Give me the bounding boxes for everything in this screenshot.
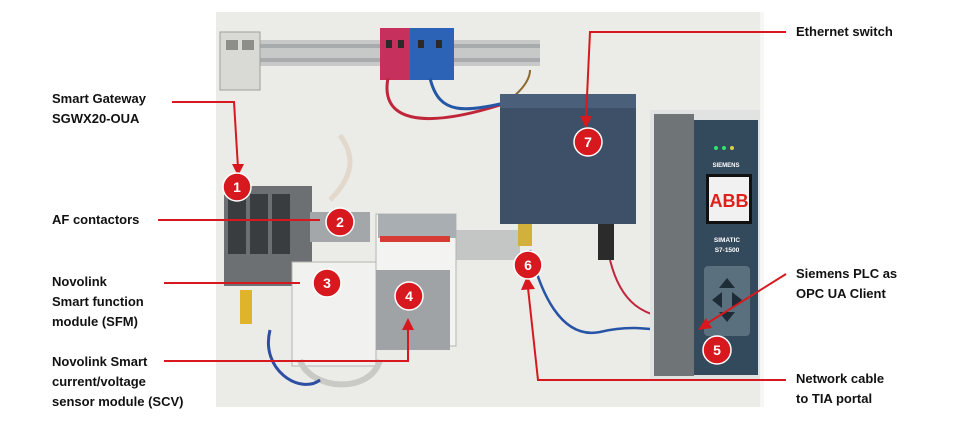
label-scv: Novolink Smart current/voltage sensor mo… — [52, 354, 184, 409]
arrowhead-7 — [580, 116, 592, 128]
arrowhead-4 — [402, 318, 414, 330]
terminal-red — [380, 28, 410, 80]
callout-line-1 — [172, 101, 239, 169]
plc-led — [730, 146, 734, 150]
badge-3-label: 3 — [323, 275, 331, 291]
terminal-screw — [386, 40, 392, 48]
label-smart-gateway: Smart Gateway SGWX20-OUA — [52, 91, 146, 126]
badge-2-label: 2 — [336, 214, 344, 230]
power-plug — [598, 224, 614, 260]
callout-arrowheads — [232, 116, 712, 330]
badge-1: 1 — [222, 172, 252, 202]
badge-2: 2 — [325, 207, 355, 237]
label-af-contactors: AF contactors — [52, 212, 140, 227]
contactor-red-stripe — [380, 236, 450, 242]
label-ethernet-switch: Ethernet switch — [796, 24, 893, 39]
label-sfm: Novolink Smart function module (SFM) — [52, 274, 144, 329]
gateway-face — [250, 194, 268, 254]
callout-line-plc — [705, 273, 787, 325]
badge-4-label: 4 — [405, 288, 413, 304]
terminal-screw — [436, 40, 442, 48]
plc-model-line2: S7-1500 — [715, 247, 740, 254]
terminal-blue — [410, 28, 454, 80]
gateway-face — [272, 194, 290, 254]
arrowhead-6 — [521, 276, 535, 290]
terminal-screw — [398, 40, 404, 48]
panel-edge — [760, 12, 764, 407]
terminal-screw — [226, 40, 238, 50]
ribbon-cable-top — [328, 133, 353, 202]
ribbon-cable — [297, 358, 383, 388]
badge-6: 6 — [513, 250, 543, 280]
plc-led — [722, 146, 726, 150]
gateway-face — [228, 194, 246, 254]
plc-key-up — [719, 278, 735, 288]
callout-line-7 — [585, 31, 786, 119]
badge-7-label: 7 — [584, 134, 592, 150]
label-siemens-plc: Siemens PLC as OPC UA Client — [796, 266, 898, 301]
badge-7: 7 — [573, 127, 603, 157]
yellow-component — [240, 290, 252, 324]
plc-display — [709, 177, 749, 221]
din-rail-mid — [450, 230, 520, 260]
switch-top-face — [500, 94, 636, 108]
badge-6-label: 6 — [524, 257, 532, 273]
contactor-right-top — [378, 214, 456, 238]
badge-5-label: 5 — [713, 342, 721, 358]
wire-red — [385, 77, 501, 120]
abb-logo: ABB — [710, 191, 749, 211]
badge-3: 3 — [312, 268, 342, 298]
badge-4: 4 — [394, 281, 424, 311]
terminal-screw — [418, 40, 424, 48]
badge-1-label: 1 — [233, 179, 241, 195]
callout-line-4 — [164, 330, 409, 362]
plc-model-line1: SIMATIC — [714, 237, 741, 244]
wire-blue-bottom — [266, 329, 321, 386]
label-network-cable: Network cable to TIA portal — [796, 371, 885, 406]
badge-5: 5 — [702, 335, 732, 365]
plc-key-left — [712, 292, 722, 308]
callout-lines — [158, 31, 787, 381]
arrowhead-1 — [232, 164, 244, 176]
plc-key-right — [732, 292, 742, 308]
ethernet-plug — [518, 224, 532, 246]
terminal-screw — [242, 40, 254, 50]
ethernet-switch-device — [500, 94, 636, 224]
plc-side — [654, 114, 694, 376]
callout-line-6 — [527, 287, 786, 381]
arrowhead-plc — [698, 318, 712, 330]
plc-brand: SIEMENS — [712, 163, 739, 169]
plc-led — [714, 146, 718, 150]
